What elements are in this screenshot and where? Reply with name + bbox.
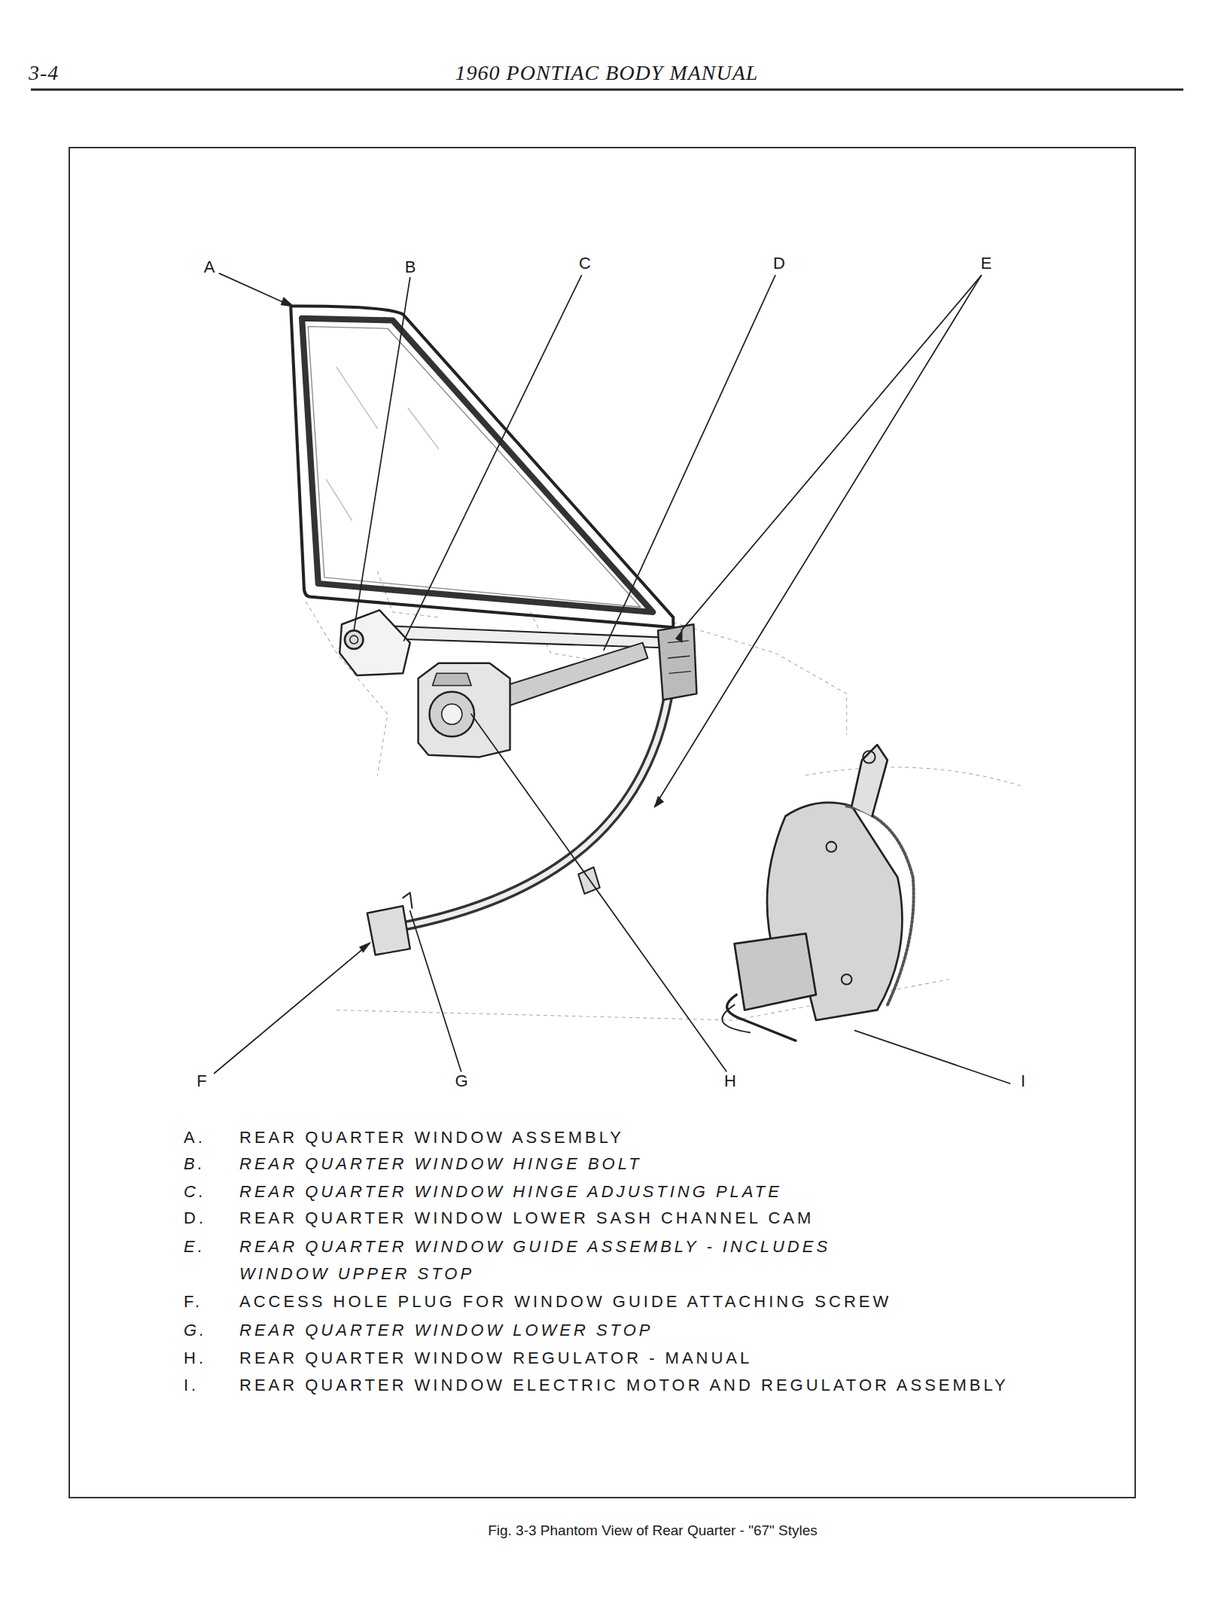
legend-text: REAR QUARTER WINDOW ELECTRIC MOTOR AND R…	[239, 1375, 1009, 1395]
legend-text: REAR QUARTER WINDOW LOWER STOP	[239, 1320, 653, 1340]
callout-letter: D	[773, 253, 786, 274]
leader-lines	[214, 273, 1011, 1084]
legend-text: REAR QUARTER WINDOW ASSEMBLY	[239, 1127, 625, 1148]
legend-letter: E.	[183, 1236, 206, 1257]
legend-text: REAR QUARTER WINDOW HINGE BOLT	[239, 1154, 643, 1174]
page-header: 1960 PONTIAC BODY MANUAL	[455, 60, 759, 86]
quarter-window	[290, 306, 673, 628]
upper-stop	[657, 624, 697, 700]
page-number: 3-4	[28, 60, 59, 86]
legend-letter: B.	[183, 1154, 206, 1174]
callout-letter: A	[204, 257, 216, 278]
legend-letter: C.	[183, 1181, 207, 1202]
legend-text: REAR QUARTER WINDOW GUIDE ASSEMBLY - INC…	[239, 1233, 842, 1288]
hinge-plate	[339, 609, 410, 676]
legend-text: ACCESS HOLE PLUG FOR WINDOW GUIDE ATTACH…	[239, 1291, 892, 1312]
legend-text: REAR QUARTER WINDOW REGULATOR - MANUAL	[239, 1348, 753, 1368]
callout-letter: F	[196, 1071, 207, 1091]
body-phantom	[306, 571, 1021, 1021]
callout-letter: C	[578, 253, 591, 274]
legend-text: REAR QUARTER WINDOW LOWER SASH CHANNEL C…	[239, 1208, 814, 1228]
figure-frame	[69, 147, 1136, 1498]
legend-letter: I.	[183, 1375, 199, 1395]
header-rule	[30, 88, 1184, 92]
callout-letter: E	[980, 253, 993, 274]
legend-text: REAR QUARTER WINDOW HINGE ADJUSTING PLAT…	[239, 1181, 783, 1202]
callout-letter: I	[1020, 1071, 1026, 1091]
arrowheads	[280, 296, 683, 953]
legend-letter: F.	[183, 1291, 203, 1312]
legend-letter: A.	[183, 1127, 206, 1148]
legend-letter: D.	[183, 1208, 207, 1228]
electric-motor	[721, 744, 914, 1041]
figure-caption: Fig. 3-3 Phantom View of Rear Quarter - …	[487, 1522, 818, 1539]
legend-letter: H.	[183, 1348, 207, 1368]
legend-letter: G.	[183, 1320, 208, 1340]
lower-stop	[367, 905, 411, 955]
callout-letter: B	[405, 257, 417, 278]
callout-letter: H	[724, 1071, 737, 1091]
hinge-bolt	[344, 630, 363, 649]
callout-letter: G	[454, 1071, 468, 1091]
manual-regulator	[418, 663, 511, 758]
